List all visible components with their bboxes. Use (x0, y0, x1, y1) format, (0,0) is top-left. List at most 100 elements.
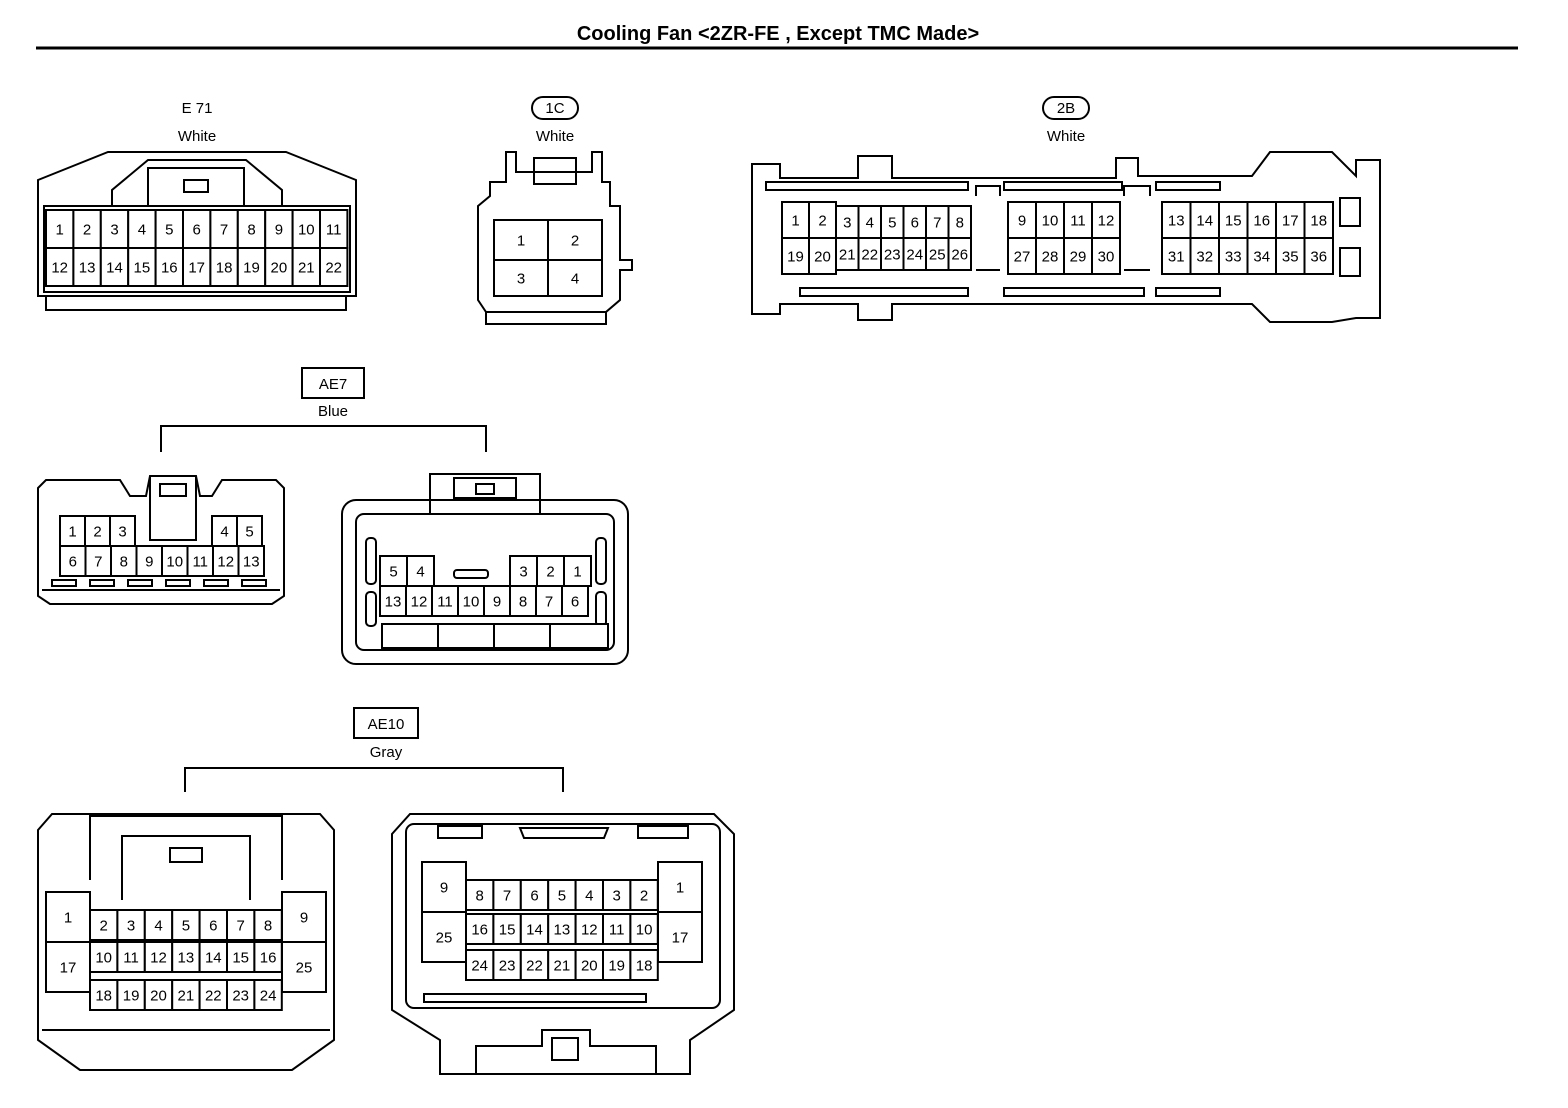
connector-ae7-right-pin-8: 8 (519, 594, 527, 611)
connector-ae10-bracket (184, 767, 564, 792)
connector-2b-pin-8: 8 (956, 215, 964, 232)
connector-1c-code: 1C (545, 100, 564, 117)
connector-ae7-right-pin-5-cell (379, 555, 408, 587)
connector-ae10-left-pin-25-cell (281, 941, 327, 993)
connector-ae10-left-pin-2-cell (89, 909, 119, 941)
connector-e71-pin-19-cell (236, 247, 267, 287)
connector-ae10-right-pin-7: 7 (503, 888, 511, 905)
connector-e71-pin-9: 9 (275, 222, 283, 239)
connector-ae7-right-side-key-4 (595, 591, 607, 627)
connector-e71-pin-13: 13 (79, 260, 96, 277)
connector-ae10-left-pin-8-cell (253, 909, 283, 941)
connector-e71-latch-window (147, 167, 245, 207)
connector-ae7-right-foot1-pin--cell (437, 623, 497, 649)
connector-ae10-right-pin-10: 10 (636, 922, 653, 939)
connector-ae10-right-pin-25: 25 (436, 930, 453, 947)
connector-ae7-right-side-key-3 (595, 537, 607, 585)
connector-2b-pin-19: 19 (787, 249, 804, 266)
connector-ae10-code-box (353, 707, 419, 739)
connector-e71-pin-4: 4 (138, 222, 146, 239)
connector-ae7-left-pin-2: 2 (93, 524, 101, 541)
connector-e71-pin-22: 22 (325, 260, 342, 277)
connector-ae10-right-pin-11: 11 (609, 922, 625, 939)
connector-2b-pin-28-cell (1035, 237, 1065, 275)
connector-1c-pin-1: 1 (517, 233, 525, 250)
connector-ae10-left-latch (89, 815, 283, 880)
connector-ae10-right-pin-7-cell (492, 879, 522, 911)
connector-ae7-left-pin-4: 4 (220, 524, 228, 541)
connector-ae7-right-foot3-pin--cell (549, 623, 609, 649)
connector-ae7-left-pin-7: 7 (94, 554, 102, 571)
connector-2b-pin-4: 4 (866, 215, 874, 232)
connector-2b-rail-bot-3 (1155, 287, 1221, 297)
connector-2b-rail-top-2 (1003, 181, 1123, 191)
connector-ae10-right-lock-tab (551, 1037, 579, 1061)
connector-e71-pin-16: 16 (161, 260, 178, 277)
connector-ae7-left-latch-tab (159, 483, 187, 497)
connector-2b-rail-bot-2 (1003, 287, 1145, 297)
connector-2b-pin-33: 33 (1225, 249, 1242, 266)
connector-ae7-left-pin-1: 1 (68, 524, 76, 541)
connector-2b-pin-26: 26 (951, 247, 968, 264)
connector-2b-pin-18: 18 (1310, 213, 1327, 230)
connector-ae10-right-pin-20-cell (574, 949, 604, 981)
connector-ae10-right-pin-11-cell (602, 913, 632, 945)
connector-1c-color: White (536, 128, 574, 145)
connector-2b-pin-9: 9 (1018, 213, 1026, 230)
connector-2b-pin-35: 35 (1282, 249, 1299, 266)
connector-ae10-left-pin-3: 3 (127, 918, 135, 935)
connector-ae7-right-inner (355, 513, 615, 651)
connector-ae10-left-housing (37, 813, 335, 1071)
connector-2b-pin-14-cell (1189, 201, 1220, 239)
connector-ae10-right-pin-18-cell (629, 949, 659, 981)
connector-ae10-left-pin-8: 8 (264, 918, 272, 935)
connector-e71-code: E 71 (182, 100, 213, 117)
connector-ae10-left-pin-15: 15 (232, 950, 249, 967)
connector-2b-pin-10: 10 (1042, 213, 1059, 230)
connector-2b-pin-23: 23 (884, 247, 901, 264)
connector-e71-pin-8: 8 (247, 222, 255, 239)
connector-1c-pin-2-cell (547, 219, 603, 261)
connector-ae10-left-pin-3-cell (116, 909, 146, 941)
connector-ae7-left-pin-13: 13 (243, 554, 260, 571)
connector-ae7-left-key1-pin--cell (89, 579, 115, 587)
connector-ae10-right-rail (423, 993, 647, 1003)
connector-1c-pin-2: 2 (571, 233, 579, 250)
connector-ae10-left-pin-14-cell (198, 941, 229, 973)
connector-ae10-right-pin-3: 3 (613, 888, 621, 905)
connector-ae7-right-pin-4: 4 (416, 564, 424, 581)
connector-ae7-right-center-key (453, 569, 489, 579)
connector-ae7-right-pin-11: 11 (437, 594, 453, 611)
connector-ae10-right-housing (391, 813, 735, 1075)
connector-ae10-left-pin-7: 7 (237, 918, 245, 935)
connector-2b-pin-31-cell (1161, 237, 1192, 275)
connector-e71-pin-20-cell (264, 247, 294, 287)
connector-ae7-right-pin-8-cell (509, 585, 537, 617)
connector-2b-pin-35-cell (1275, 237, 1306, 275)
connector-ae10-left-pin-1: 1 (64, 910, 72, 927)
connector-1c-code-badge (531, 96, 579, 120)
connector-2b-pin-36-cell (1303, 237, 1334, 275)
connector-ae7-left-pin-13-cell (237, 545, 265, 577)
connector-ae7-code: AE7 (319, 376, 347, 393)
connector-ae10-left-pin-16: 16 (260, 950, 277, 967)
connector-2b-pin-12-cell (1091, 201, 1121, 239)
connector-ae10-left-pin-18-cell (89, 979, 119, 1011)
connector-ae7-right-pin-9: 9 (493, 594, 501, 611)
connector-ae7-right-foot0-pin--cell (381, 623, 441, 649)
connector-ae7-bracket (160, 425, 487, 452)
connector-ae10-left-pin-16-cell (253, 941, 283, 973)
connector-e71-pin-11: 11 (326, 222, 342, 239)
connector-ae7-left-key3-pin--cell (165, 579, 191, 587)
connector-2b-pin-33-cell (1218, 237, 1249, 275)
connector-ae10-right-pin-9: 9 (440, 880, 448, 897)
connector-2b-color: White (1047, 128, 1085, 145)
connector-ae10-right-pin-1-cell (657, 861, 703, 913)
connector-ae7-right-pin-7: 7 (545, 594, 553, 611)
connector-e71-pin-18: 18 (216, 260, 233, 277)
connector-ae7-left-pin-6: 6 (69, 554, 77, 571)
connector-ae10-right-pin-13-cell (547, 913, 577, 945)
